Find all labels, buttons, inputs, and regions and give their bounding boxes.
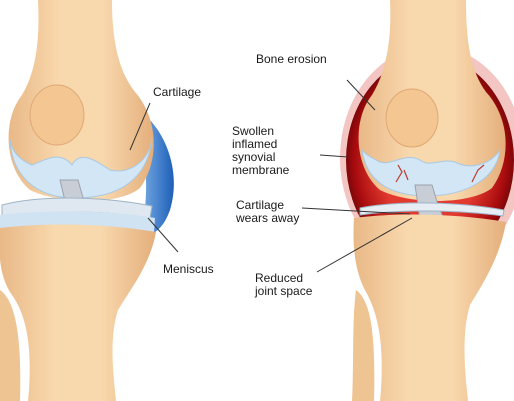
label-bone-erosion: Bone erosion [256, 52, 327, 66]
arthritic-fibula [352, 290, 375, 401]
leader-bone-erosion [346, 79, 376, 111]
arthritic-tibia [353, 214, 506, 401]
arthritic-patella [385, 88, 439, 148]
arthritic-knee [340, 0, 514, 401]
healthy-fibula [0, 290, 21, 401]
leader-reduced-space [316, 217, 413, 273]
label-cartilage: Cartilage [153, 85, 202, 99]
cartilage-crack [395, 164, 485, 183]
label-reduced-joint-space: Reduced joint space [255, 271, 313, 298]
healthy-patella [29, 84, 85, 146]
leader-synovial [319, 154, 349, 158]
leader-meniscus [147, 217, 179, 253]
label-cartilage-wears-away: Cartilage wears away [236, 198, 300, 225]
healthy-knee [0, 0, 174, 401]
leader-lines [129, 79, 413, 273]
arthritic-meniscus [359, 202, 505, 217]
leader-cartilage-wears [301, 207, 411, 215]
healthy-tibia [0, 224, 156, 401]
label-meniscus: Meniscus [163, 262, 214, 276]
leader-cartilage [129, 102, 151, 151]
label-synovial-membrane: Swollen inflamed synovial membrane [232, 124, 290, 177]
